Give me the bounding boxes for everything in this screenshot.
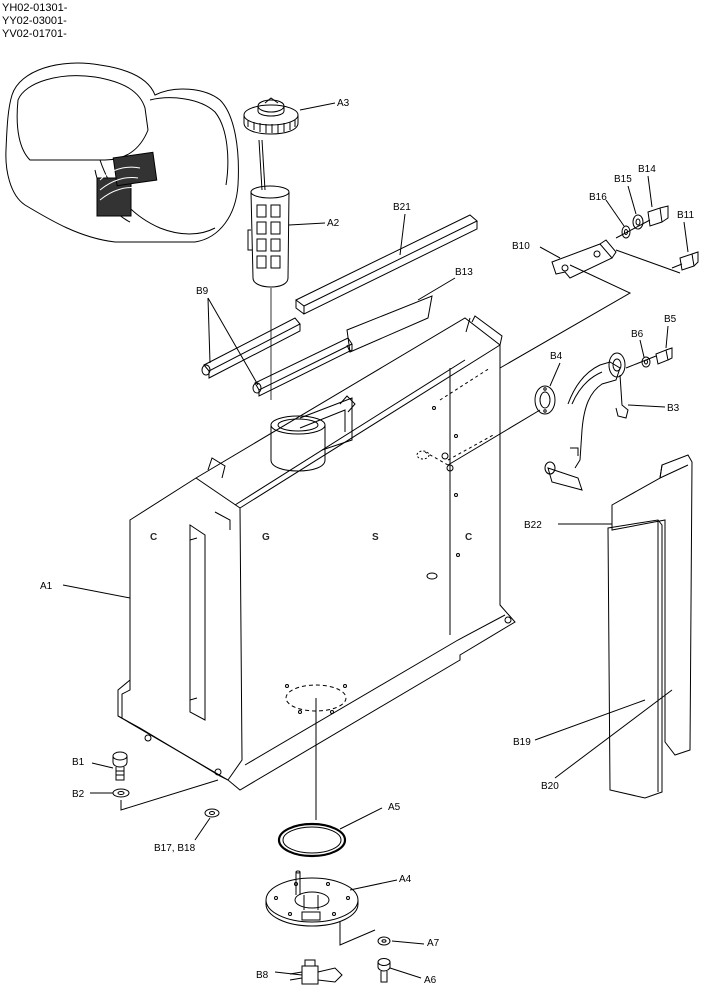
label-b21: B21 <box>393 202 411 213</box>
o-ring-a5 <box>277 822 347 858</box>
label-b5: B5 <box>664 314 677 325</box>
watermark-letter-1: C <box>150 532 157 543</box>
label-a1: A1 <box>40 581 53 592</box>
drain-valve-b8 <box>289 959 343 985</box>
strainer-a2 <box>247 139 290 288</box>
serial-number-3: YV02-01701- <box>2 28 67 40</box>
bracket-b10 <box>551 239 617 279</box>
label-b13: B13 <box>455 267 473 278</box>
pad-b13 <box>346 295 433 353</box>
label-b22: B22 <box>524 520 542 531</box>
gasket-b4 <box>534 385 556 415</box>
label-b16: B16 <box>589 192 607 203</box>
label-a2: A2 <box>327 218 340 229</box>
cap-a3 <box>243 97 299 135</box>
label-b3: B3 <box>667 403 680 414</box>
label-b11: B11 <box>677 210 694 221</box>
label-a7: A7 <box>427 938 440 949</box>
seal-strip-b21 <box>295 214 478 315</box>
seal-strips-b9 <box>201 317 353 397</box>
label-b15: B15 <box>614 174 632 185</box>
bolt-b11 <box>671 251 699 271</box>
label-a4: A4 <box>399 874 412 885</box>
label-b17-b18: B17, B18 <box>154 843 196 854</box>
assembly-lines <box>315 367 496 820</box>
watermark-letter-2: G <box>262 532 270 543</box>
label-a3: A3 <box>337 98 350 109</box>
label-b6: B6 <box>631 329 644 340</box>
fasteners-a6-a7 <box>377 936 391 983</box>
washer-b17-b18 <box>204 808 220 818</box>
label-b2: B2 <box>72 789 85 800</box>
watermark-letter-3: S <box>372 532 379 543</box>
label-a5: A5 <box>388 802 401 813</box>
label-b1: B1 <box>72 757 85 768</box>
label-b20: B20 <box>541 781 559 792</box>
washer-b2 <box>112 788 130 798</box>
level-sensor-b3 <box>544 352 629 491</box>
foam-pads-b19-b20-b22 <box>607 454 693 799</box>
label-a6: A6 <box>424 975 437 986</box>
label-b8: B8 <box>256 970 269 981</box>
bolt-b1 <box>112 751 128 781</box>
watermark-letter-4: C <box>465 532 472 543</box>
cover-plate-a4 <box>265 870 359 927</box>
callout-labels: A3 A2 B21 B13 B9 B10 B16 B15 B14 B11 B4 … <box>40 98 694 986</box>
label-b14: B14 <box>638 164 656 175</box>
machine-location-thumbnail <box>5 62 239 243</box>
serial-number-2: YY02-03001- <box>2 15 67 27</box>
label-b19: B19 <box>513 737 531 748</box>
watermark: C G S C <box>150 532 472 543</box>
label-b4: B4 <box>550 351 563 362</box>
fasteners-b14-b16 <box>615 205 669 239</box>
fasteners-b5-b6 <box>625 347 673 369</box>
label-b10: B10 <box>512 241 530 252</box>
serial-number-1: YH02-01301- <box>2 2 68 14</box>
label-b9: B9 <box>196 286 209 297</box>
